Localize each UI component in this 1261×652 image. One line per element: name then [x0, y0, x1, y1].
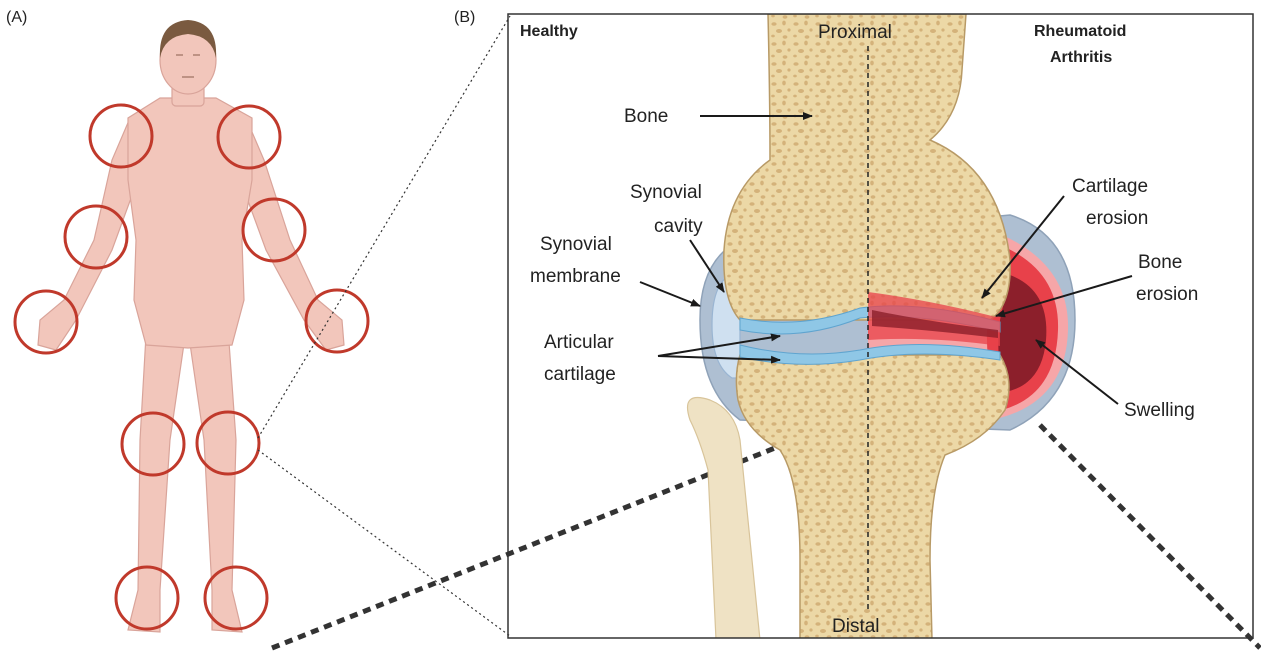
- bone-erosion-label-2: erosion: [1136, 284, 1198, 305]
- synovial-cavity-label-2: cavity: [654, 216, 703, 237]
- articular-cartilage-label-1: Articular: [544, 332, 614, 353]
- bone-erosion-label-1: Bone: [1138, 252, 1182, 273]
- synovial-cavity-label-1: Synovial: [630, 182, 702, 203]
- ra-title-line1: Rheumatoid: [1034, 23, 1126, 40]
- healthy-title: Healthy: [520, 23, 578, 40]
- swelling-label: Swelling: [1124, 400, 1195, 421]
- cartilage-erosion-label-2: erosion: [1086, 208, 1148, 229]
- fibula: [688, 398, 761, 641]
- proximal-label: Proximal: [818, 22, 892, 43]
- distal-label: Distal: [832, 616, 880, 637]
- femur-bone: [724, 14, 1010, 320]
- panel-a-label: (A): [6, 9, 27, 26]
- articular-cartilage-label-2: cartilage: [544, 364, 616, 385]
- synovial-membrane-label-1: Synovial: [540, 234, 612, 255]
- human-figure: [38, 26, 344, 632]
- cartilage-erosion-label-1: Cartilage: [1072, 176, 1148, 197]
- ra-title-line2: Arthritis: [1050, 49, 1112, 66]
- synovial-membrane-label-2: membrane: [530, 266, 621, 287]
- bone-label: Bone: [624, 106, 668, 127]
- synovial-membrane-arrow: [640, 282, 700, 306]
- tibia-bone: [736, 355, 1009, 640]
- panel-b-label: (B): [454, 9, 475, 26]
